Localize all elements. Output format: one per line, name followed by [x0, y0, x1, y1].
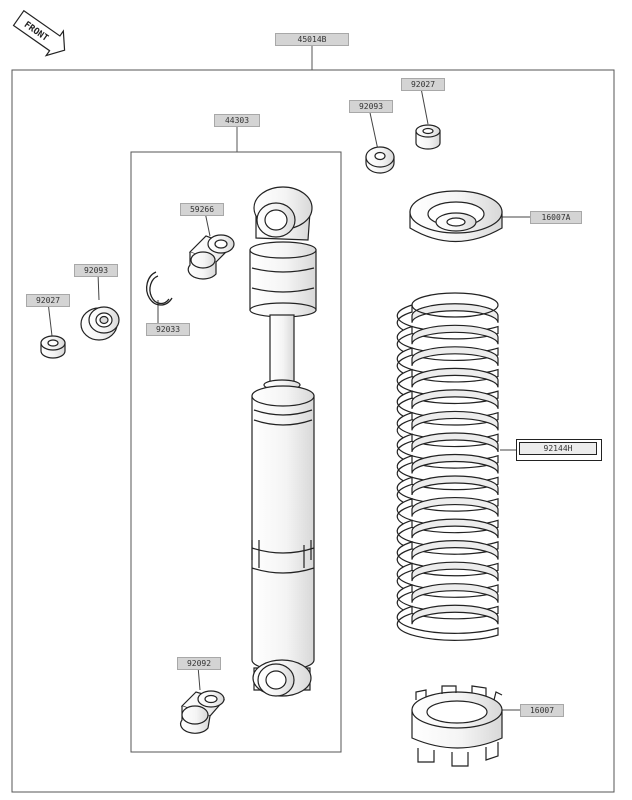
spring-coil [411, 324, 499, 345]
spring-coil [411, 453, 499, 474]
label-92092[interactable]: 92092 [177, 657, 221, 670]
bearing-92093-left [80, 306, 120, 341]
label-59266[interactable]: 59266 [180, 203, 224, 216]
spring-coil-front [396, 605, 499, 641]
collar-92027-left [40, 335, 66, 359]
bushing-59266 [187, 234, 235, 280]
spring-top-end [411, 292, 499, 318]
shock-frame [130, 125, 342, 753]
spring-seat-16007a [409, 190, 503, 242]
circlip-92033 [146, 271, 173, 306]
collar-92027-top [415, 124, 441, 150]
spring-coil [411, 518, 499, 539]
label-16007[interactable]: 16007 [520, 704, 564, 717]
adjuster-nut-16007 [411, 685, 503, 767]
spring-coil [411, 540, 499, 560]
front-direction-badge: FRONT [12, 9, 66, 57]
label-44303[interactable]: 44303 [214, 114, 260, 127]
label-92027-left[interactable]: 92027 [26, 294, 70, 307]
label-92093-top[interactable]: 92093 [349, 100, 393, 113]
label-16007a[interactable]: 16007A [530, 211, 582, 224]
spring-coil [411, 475, 499, 496]
label-92033[interactable]: 92033 [146, 323, 190, 336]
assembly-frame [11, 44, 615, 793]
washer-92093-top [365, 146, 395, 174]
label-92027-top[interactable]: 92027 [401, 78, 445, 91]
spring-coil [411, 604, 499, 625]
spring-coil [411, 583, 499, 603]
label-92144h[interactable]: 92144H [519, 442, 597, 455]
spring-coil [411, 389, 499, 409]
spring-coil [411, 410, 499, 431]
label-45014b[interactable]: 45014B [275, 33, 349, 46]
bushing-92092 [179, 690, 226, 734]
highlight-box-92144h [516, 439, 602, 461]
coil-spring-92144h [396, 292, 499, 641]
shock-absorber-44303 [249, 186, 317, 697]
spring-coil [411, 346, 499, 366]
label-92093-left[interactable]: 92093 [74, 264, 118, 277]
